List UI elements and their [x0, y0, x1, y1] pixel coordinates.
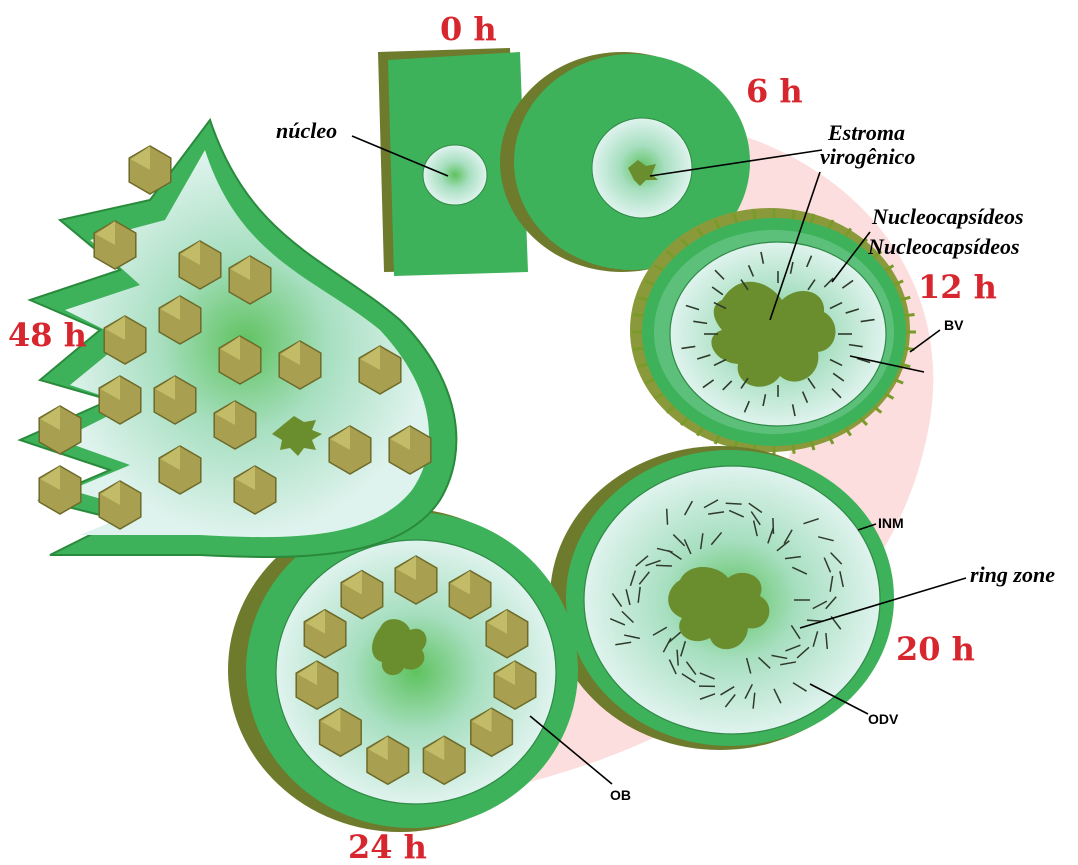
- label-estroma-line2: virogênico: [820, 144, 915, 169]
- label-odv: ODV: [868, 711, 899, 727]
- budding-virion: [793, 210, 794, 219]
- time-label-20h: 20 h: [896, 630, 975, 668]
- nucleocapsid-rod: [773, 518, 774, 534]
- label-ring-zone: ring zone: [970, 562, 1055, 587]
- cell-20h: [550, 446, 894, 750]
- budding-virion: [633, 314, 643, 315]
- label-ob: OB: [610, 787, 631, 803]
- time-label-6h: 6 h: [746, 72, 803, 110]
- budding-virion: [633, 348, 643, 349]
- budding-virion: [905, 314, 915, 315]
- label-nucleocapsideos-2: Nucleocapsídeos: [867, 234, 1020, 259]
- nucleocapsid-rod: [667, 509, 668, 525]
- label-nucleo: núcleo: [276, 118, 337, 143]
- label-nucleocapsideos-1: Nucleocapsídeos: [871, 204, 1024, 229]
- nucleocapsid-rod: [656, 565, 672, 566]
- budding-virion: [793, 445, 794, 454]
- time-label-12h: 12 h: [918, 268, 997, 306]
- label-bv: BV: [944, 317, 964, 333]
- time-label-0h: 0 h: [440, 10, 497, 48]
- budding-virion: [754, 210, 755, 219]
- label-estroma-line1: Estroma: [827, 120, 905, 145]
- time-label-48h: 48 h: [8, 316, 87, 354]
- label-inm: INM: [878, 515, 904, 531]
- nucleocapsid-rod: [726, 503, 742, 504]
- time-label-24h: 24 h: [348, 828, 427, 865]
